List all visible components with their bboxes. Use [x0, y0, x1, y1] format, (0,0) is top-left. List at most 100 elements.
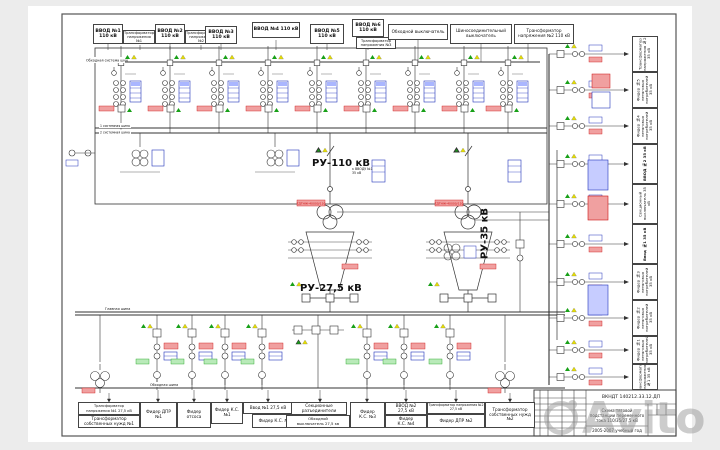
bottom-cell-feeder-ks4: Фидер К.С. №4 [385, 415, 427, 428]
right-cell-vvod1-35: Ввод №1 35 кВ [632, 224, 658, 264]
header-label: Трансформатор напряжения №2 110 кВ [518, 28, 570, 38]
bottom-cell-vvod2-275: ВВОД №2 27,5 кВ [385, 402, 427, 415]
right-cell-feeder4-35: Фидер №4 нетяговых потребителей 35 кВ [632, 108, 658, 144]
bay-symbol [136, 315, 178, 390]
bay-symbol [197, 46, 239, 133]
header-cell-vvod6-110: ВВОД №6 110 кВ [352, 19, 384, 37]
header-label: ВВОД №6 110 кВ [355, 22, 381, 33]
bottom-cell-feeder-ks1: Фидер К.С. №1 [211, 402, 243, 424]
header-cell-vvod3-110: ВВОД №3 110 кВ [205, 26, 237, 44]
ru110-bays [99, 46, 528, 133]
header-cell-tn3: Трансформатор напряжения №3 [356, 37, 396, 49]
right-label: Трансформатор напряжения №1 35 кВ [637, 364, 652, 390]
right-label: Фидер №3 нетяговых потребителей 35 кВ [635, 267, 654, 297]
annotation-to-input35: к ВВОДУ №1 35 кВ [352, 167, 373, 175]
bottom-label: Фидер К.С. №4 [397, 415, 415, 426]
aux-transformer-symbols [81, 315, 515, 394]
bay-symbol [344, 46, 386, 133]
header-label: ВВОД №1 110 кВ [95, 28, 121, 39]
header-cell-bypass-breaker: Обходной выключатель [388, 24, 448, 40]
right-label: Трансформатор напряжения №2 35 кВ [637, 37, 652, 71]
transformer-2-type: ТДТНЖ-40000/110 [434, 201, 464, 205]
bay-symbol [442, 46, 484, 133]
bay-symbol [549, 234, 629, 252]
transformer-type-labels: ТДТНЖ-40000/110 ТДТНЖ-40000/110 [296, 201, 464, 205]
titleblock-period: 2005-2007 учебный год [592, 428, 642, 433]
titleblock-doc-number: ВКНДТ 140212.33.12.ДП [601, 395, 661, 400]
bottom-cell-feeder-otsos: Фидер отсоса [177, 402, 211, 428]
bottom-cell-feeder-dpr2: Фидер ДПР №2 [427, 414, 485, 428]
section-label-ru35: РУ-35 кВ [479, 208, 491, 260]
bottom-label: Ввод №1 27,5 кВ [249, 404, 287, 410]
header-label: Обходной выключатель [391, 28, 445, 34]
bottom-label: Трансформатор напряжения №2 27,5 кВ [428, 403, 484, 411]
bus-labels: Обходная система шин 1 системная шина 2 … [85, 57, 178, 387]
power-transformers [288, 133, 549, 312]
bay-symbol [549, 367, 629, 385]
ru275-bays [81, 315, 515, 403]
bottom-label: Трансформатор напряжения №1 27,5 кВ [86, 404, 132, 413]
right-cell-tn1-35: Трансформатор напряжения №1 35 кВ [632, 364, 658, 390]
bay-symbol [383, 315, 425, 390]
bay-symbol [241, 315, 283, 390]
bottom-label: Секционные разъединители [301, 402, 337, 413]
right-cell-feeder3-35: Фидер №3 нетяговых потребителей 35 кВ [632, 264, 658, 300]
bottom-cell-feeder-dpr1: Фидер ДПР №1 [140, 402, 177, 428]
bottom-cell-tn2-275: Трансформатор напряжения №2 27,5 кВ [427, 402, 485, 414]
header-cell-buscoupler-breaker: Шиносоединительный выключатель [450, 24, 512, 44]
ru110-section [94, 40, 548, 205]
right-label: ВВОД №2 35 кВ [641, 146, 647, 182]
right-cell-vvod2-35: ВВОД №2 35 кВ [632, 144, 658, 184]
header-cell-tn2-110: Трансформатор напряжения №2 110 кВ [514, 24, 574, 44]
header-label: Трансформатор напряжения №1 [123, 30, 155, 44]
bottom-cell-tn1-275: Трансформатор напряжения №1 27,5 кВ [78, 402, 140, 415]
bottom-label: Фидер ДПР №2 [439, 417, 473, 423]
section-label-ru275: РУ-27,5 кВ [300, 283, 362, 294]
header-cell-vvod4-110: ВВОД №4 110 кВ [252, 22, 300, 38]
right-label: Фидер №1 нетяговых потребителей 35 кВ [635, 336, 654, 364]
right-label: Фидер №5 нетяговых потребителей 35 кВ [635, 75, 654, 105]
ru275-buses [75, 311, 565, 389]
header-cell-vvod5-110: ВВОД №5 110 кВ [310, 24, 344, 44]
right-label: Секционный выключатель 35 кВ [637, 187, 652, 221]
right-cell-sectional-35: Секционный выключатель 35 кВ [632, 184, 658, 224]
header-cell-vvod1-110: ВВОД №1 110 кВ [93, 24, 123, 44]
bus-label-main275: Главная шина [105, 307, 130, 311]
transformer-1-type: ТДТНЖ-40000/110 [296, 201, 326, 205]
sectional-disconnectors-symbol [292, 315, 344, 388]
header-cell-vvod2-110: ВВОД №2 110 кВ [155, 24, 185, 44]
bay-symbol [148, 46, 190, 133]
header-label: Трансформатор напряжения №3 [360, 38, 392, 47]
bay-symbol [171, 315, 213, 390]
bay-symbol [393, 46, 435, 133]
header-label: ВВОД №3 110 кВ [208, 29, 234, 40]
bay-symbol [295, 46, 337, 133]
bottom-cell-vvod1-275: Ввод №1 27,5 кВ [243, 402, 293, 414]
bay-symbol [429, 315, 471, 390]
right-label: Фидер №2 нетяговых потребителей 35 кВ [635, 303, 654, 333]
bay-symbol [486, 46, 528, 133]
bottom-label: Фидер К.С. №3 [359, 409, 376, 419]
bus-label-bypass110: Обходная система шин [86, 59, 128, 63]
bay-symbol [549, 340, 629, 358]
section-label-ru110: РУ-110 кВ [312, 158, 370, 169]
bottom-label: Трансформатор собственных нужд №2 [489, 406, 531, 422]
bus-label-bypass275: Обходная шина [150, 383, 178, 387]
header-label: Шиносоединительный выключатель [456, 28, 506, 38]
bus-label-sys1: 1 системная шина [100, 124, 130, 128]
right-label: Фидер №4 нетяговых потребителей 35 кВ [635, 111, 654, 141]
bottom-cell-tsn1: Трансформатор собственных нужд №1 [78, 415, 140, 428]
titleblock-title: Схема тяговой подстанции переменного ток… [589, 407, 645, 423]
bottom-label: Фидер К.С. №1 [214, 407, 240, 417]
bay-symbol [549, 116, 629, 134]
bay-symbol [549, 44, 629, 62]
header-label: ВВОД №4 110 кВ [253, 27, 299, 33]
paper-sheet [28, 6, 692, 442]
bottom-label: Фидер отсоса [186, 409, 202, 419]
bottom-cell-tsn2: Трансформатор собственных нужд №2 [485, 402, 535, 428]
bay-symbol [549, 80, 629, 98]
bottom-cell-sectional: Секционные разъединители [291, 402, 347, 415]
header-cell-tn1: Трансформатор напряжения №1 [123, 30, 155, 44]
